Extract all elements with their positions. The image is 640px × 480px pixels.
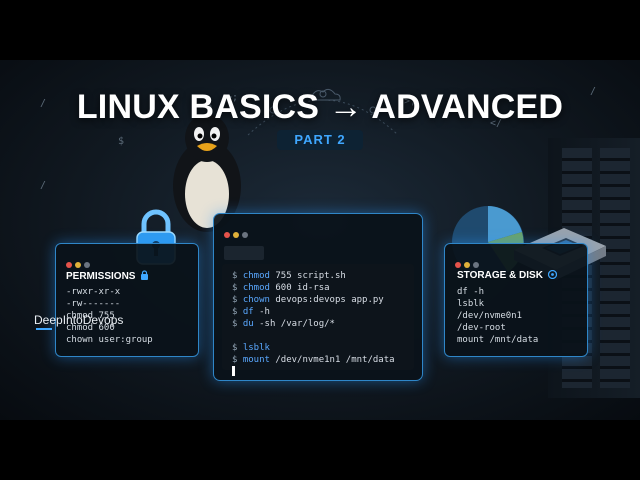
terminal-cursor-line [232, 366, 395, 380]
part-badge: PART 2 [277, 130, 363, 150]
terminal-line: $ chmod 600 id-rsa [232, 283, 330, 293]
text-cursor [232, 366, 235, 376]
terminal-window: $ chmod 755 script.sh $ chmod 600 id-rsa… [213, 213, 423, 381]
list-item: -rw------- [66, 299, 121, 309]
terminal-line: $ chmod 755 script.sh [232, 271, 346, 281]
bg-glyph: >; [226, 92, 239, 103]
terminal-blank-line [232, 330, 395, 342]
bg-glyph: / [590, 86, 597, 97]
window-controls [66, 253, 93, 272]
list-item: -rwxr-xr-x [66, 287, 121, 297]
letterbox-bottom [0, 420, 640, 480]
maximize-dot-icon [473, 262, 479, 268]
bg-glyph: / [40, 180, 47, 191]
permissions-panel: PERMISSIONS -rwxr-xr-x -rw------- chmod … [55, 243, 199, 357]
bg-glyph: </ [490, 118, 503, 129]
brand-underline [36, 328, 52, 330]
storage-list: df -h lsblk /dev/nvme0n1 /dev-root mount… [457, 286, 538, 346]
terminal-line: $ chown devops:devops app.py [232, 295, 384, 305]
disk-gauge-icon [547, 269, 557, 280]
permissions-list: -rwxr-xr-x -rw------- chmod 755 chmod 60… [66, 286, 153, 346]
letterbox-top [0, 0, 640, 60]
list-item: lsblk [457, 299, 485, 309]
window-controls [224, 223, 251, 242]
close-dot-icon [66, 262, 72, 268]
minimize-dot-icon [464, 262, 470, 268]
lock-icon [141, 270, 149, 280]
list-item: chmod 600 [66, 323, 115, 333]
close-dot-icon [224, 232, 230, 238]
brand-logo: DeepIntoDevops [34, 313, 124, 327]
list-item: df -h [457, 287, 485, 297]
list-item: /dev/nvme0n1 [457, 311, 523, 321]
maximize-dot-icon [84, 262, 90, 268]
terminal-output: $ chmod 755 script.sh $ chmod 600 id-rsa… [232, 270, 395, 380]
close-dot-icon [455, 262, 461, 268]
bg-glyph: $ [206, 100, 213, 111]
window-controls [455, 253, 482, 272]
list-item: chown user:group [66, 335, 153, 345]
list-item: /dev-root [457, 323, 506, 333]
terminal-body: $ chmod 755 script.sh $ chmod 600 id-rsa… [222, 264, 414, 376]
bg-glyph: >; [404, 96, 417, 107]
maximize-dot-icon [242, 232, 248, 238]
list-item: chmod 755 [66, 311, 115, 321]
storage-title: STORAGE & DISK [457, 269, 557, 281]
tux-penguin-icon [173, 114, 241, 232]
list-item: mount /mnt/data [457, 335, 539, 345]
minimize-dot-icon [75, 262, 81, 268]
storage-panel: STORAGE & DISK df -h lsblk /dev/nvme0n1 … [444, 243, 588, 357]
cloud-network-icon [247, 88, 399, 136]
minimize-dot-icon [233, 232, 239, 238]
terminal-line: $ lsblk [232, 343, 270, 353]
video-title: LINUX BASICS → ADVANCED [76, 88, 564, 126]
terminal-line: $ du -sh /var/log/* [232, 319, 335, 329]
terminal-tab [224, 246, 264, 260]
terminal-line: $ mount /dev/nvme1n1 /mnt/data [232, 355, 395, 365]
bg-glyph: $ [118, 136, 125, 147]
bg-glyph: / [40, 98, 47, 109]
permissions-title: PERMISSIONS [66, 270, 149, 282]
terminal-line: $ df -h [232, 307, 270, 317]
